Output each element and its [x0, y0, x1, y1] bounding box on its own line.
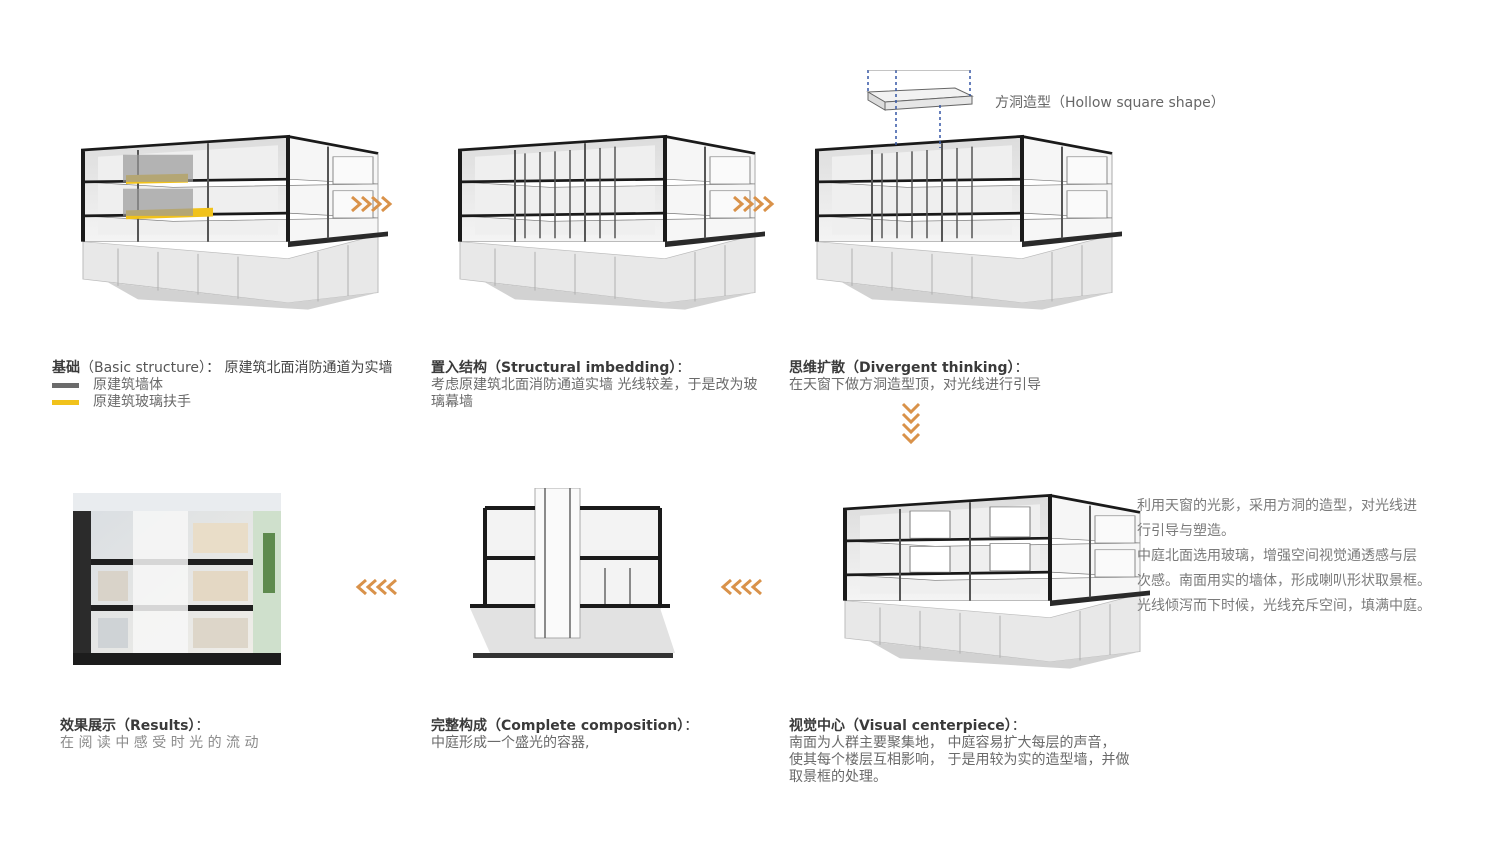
building-divergent-thinking [815, 134, 1124, 312]
stage-title-en: （Results） [116, 718, 196, 734]
note-line: 中庭北面选用玻璃，增强空间视觉通透感与层 [1137, 548, 1417, 564]
stage-desc-line: 使其每个楼层互相影响， 于是用较为实的造型墙，并做 [789, 752, 1130, 768]
stage-title: 效果展示 [60, 718, 116, 734]
original-wall-highlight [123, 188, 193, 216]
chevron-down-icon [901, 402, 921, 445]
chevron-left-icon [355, 578, 397, 596]
stage-title: 基础 [52, 360, 80, 376]
stage-title-en: （Visual centerpiece） [845, 718, 1012, 734]
stage-title-suffix: ： [1014, 360, 1029, 376]
caption-visual-centerpiece: 视觉中心（Visual centerpiece）： 南面为人群主要聚集地， 中庭… [789, 718, 1129, 786]
side-note: 利用天窗的光影，采用方洞的造型，对光线进 行引导与塑造。 中庭北面选用玻璃，增强… [1137, 494, 1431, 619]
hollow-square-shape-drawing [866, 70, 974, 148]
stage-desc: ： 原建筑北面消防通道为实墙 [206, 360, 393, 376]
chevron-right-icon [733, 195, 775, 213]
stage-desc-line: 在 阅 读 中 感 受 时 光 的 流 动 [60, 735, 259, 751]
stage-title-en: （Complete composition） [487, 718, 685, 734]
note-line: 利用天窗的光影，采用方洞的造型，对光线进 [1137, 498, 1417, 514]
stage-desc-line: 在天窗下做方洞造型顶，对光线进行引导 [789, 377, 1041, 393]
building-complete-composition [470, 488, 675, 658]
stage-desc-line: 取景框的处理。 [789, 769, 887, 785]
stage-title: 置入结构 [431, 360, 487, 376]
legend-swatch-wall [52, 383, 79, 388]
caption-complete-composition: 完整构成（Complete composition）： 中庭形成一个盛光的容器, [431, 718, 698, 752]
stage-title-suffix: ： [1011, 718, 1026, 734]
legend-label: 原建筑墙体 [93, 377, 163, 393]
stage-title-en: （Structural imbedding） [487, 360, 677, 376]
building-basic-structure [81, 134, 390, 312]
chevron-left-icon [720, 578, 762, 596]
caption-structural-imbedding: 置入结构（Structural imbedding）： 考虑原建筑北面消防通道实… [431, 360, 757, 411]
legend-item-wall: 原建筑墙体 [52, 377, 393, 394]
stage-title: 思维扩散 [789, 360, 845, 376]
note-line: 光线倾泻而下时候，光线充斥空间，填满中庭。 [1137, 598, 1431, 614]
stage-desc-line: 中庭形成一个盛光的容器, [431, 735, 590, 751]
legend-label: 原建筑玻璃扶手 [93, 394, 191, 410]
hollow-square-callout: 方洞造型（Hollow square shape） [995, 95, 1225, 111]
legend-swatch-glass-rail [52, 400, 79, 405]
chevron-right-icon [351, 195, 393, 213]
legend-item-glass-rail: 原建筑玻璃扶手 [52, 394, 393, 411]
note-line: 次感。南面用实的墙体，形成喇叭形状取景框。 [1137, 573, 1431, 589]
original-wall-highlight [123, 154, 193, 182]
stage-title: 视觉中心 [789, 718, 845, 734]
building-structural-imbedding [458, 134, 767, 312]
stage-desc-line: 南面为人群主要聚集地， 中庭容易扩大每层的声音， [789, 735, 1116, 751]
stage-desc-line: 考虑原建筑北面消防通道实墙 光线较差，于是改为玻 [431, 377, 758, 393]
caption-basic-structure: 基础（Basic structure）： 原建筑北面消防通道为实墙 原建筑墙体 … [52, 360, 393, 411]
caption-results: 效果展示（Results）： 在 阅 读 中 感 受 时 光 的 流 动 [60, 718, 259, 752]
stage-title-en: （Basic structure） [80, 360, 207, 376]
stage-title-suffix: ： [684, 718, 699, 734]
stage-desc-line: 璃幕墙 [431, 394, 473, 410]
stage-title-suffix: ： [195, 718, 210, 734]
building-visual-centerpiece [843, 493, 1152, 671]
stage-title-en: （Divergent thinking） [845, 360, 1015, 376]
results-rendering-image [73, 493, 281, 665]
stage-title: 完整构成 [431, 718, 487, 734]
stage-title-suffix: ： [676, 360, 691, 376]
note-line: 行引导与塑造。 [1137, 523, 1235, 539]
caption-divergent-thinking: 思维扩散（Divergent thinking）： 在天窗下做方洞造型顶，对光线… [789, 360, 1041, 394]
